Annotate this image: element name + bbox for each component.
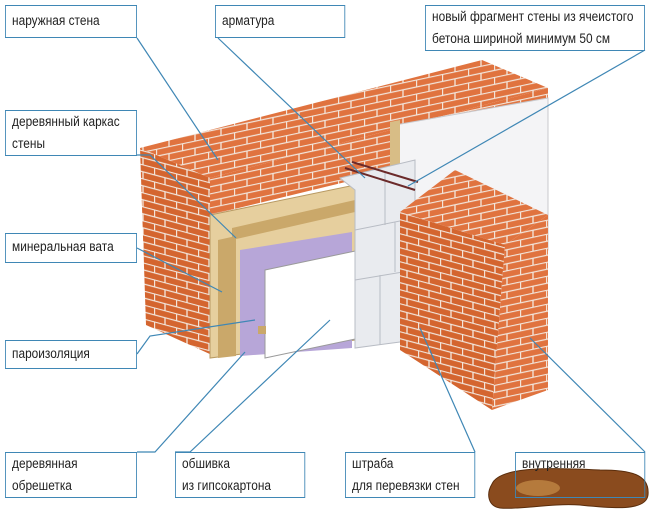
label-text: арматура xyxy=(222,13,275,28)
label-rebar: арматура xyxy=(215,5,346,38)
rebar xyxy=(344,161,419,191)
label-text: штраба xyxy=(352,456,394,471)
label-text: обшивка xyxy=(182,456,230,471)
label-text: внутренняя xyxy=(522,456,586,471)
wood-post xyxy=(218,236,236,358)
label-text: из гипсокартона xyxy=(182,478,272,493)
outer-wall-top xyxy=(140,60,548,178)
label-text: пароизоляция xyxy=(12,346,90,361)
label-drywall: обшивка из гипсокартона xyxy=(175,452,306,498)
label-new-fragment: новый фрагмент стены из ячеистого бетона … xyxy=(425,5,645,51)
label-text: обрешетка xyxy=(12,478,72,493)
label-groove: штраба для перевязки стен xyxy=(345,452,476,498)
outer-wall-side xyxy=(140,148,212,355)
label-wood-frame: деревянный каркас стены xyxy=(5,110,137,156)
label-text: бетона шириной минимум 50 см xyxy=(432,31,611,46)
gavita-logo xyxy=(488,468,649,509)
label-mineral-wool: минеральная вата xyxy=(5,233,137,263)
label-outer-wall: наружная стена xyxy=(5,5,137,38)
label-inner: внутренняя xyxy=(515,452,646,498)
label-text: наружная стена xyxy=(12,13,100,28)
leader-lines xyxy=(136,37,646,453)
label-text: деревянная xyxy=(12,456,78,471)
label-text: деревянный каркас xyxy=(12,114,120,129)
wood-beam xyxy=(232,200,355,240)
inner-wall-top xyxy=(400,170,548,245)
inner-wall-side xyxy=(400,212,505,410)
fastener xyxy=(258,326,266,334)
outer-wall-front xyxy=(210,88,548,215)
label-text: стены xyxy=(12,136,45,151)
label-wood-lathing: деревянная обрешетка xyxy=(5,452,137,498)
aerated-block xyxy=(338,159,416,349)
label-text: минеральная вата xyxy=(12,239,114,254)
inner-wall-front xyxy=(492,215,548,410)
label-text: новый фрагмент стены из ячеистого xyxy=(432,9,634,24)
label-text: для перевязки стен xyxy=(352,478,460,493)
label-vapor-barrier: пароизоляция xyxy=(5,340,137,369)
